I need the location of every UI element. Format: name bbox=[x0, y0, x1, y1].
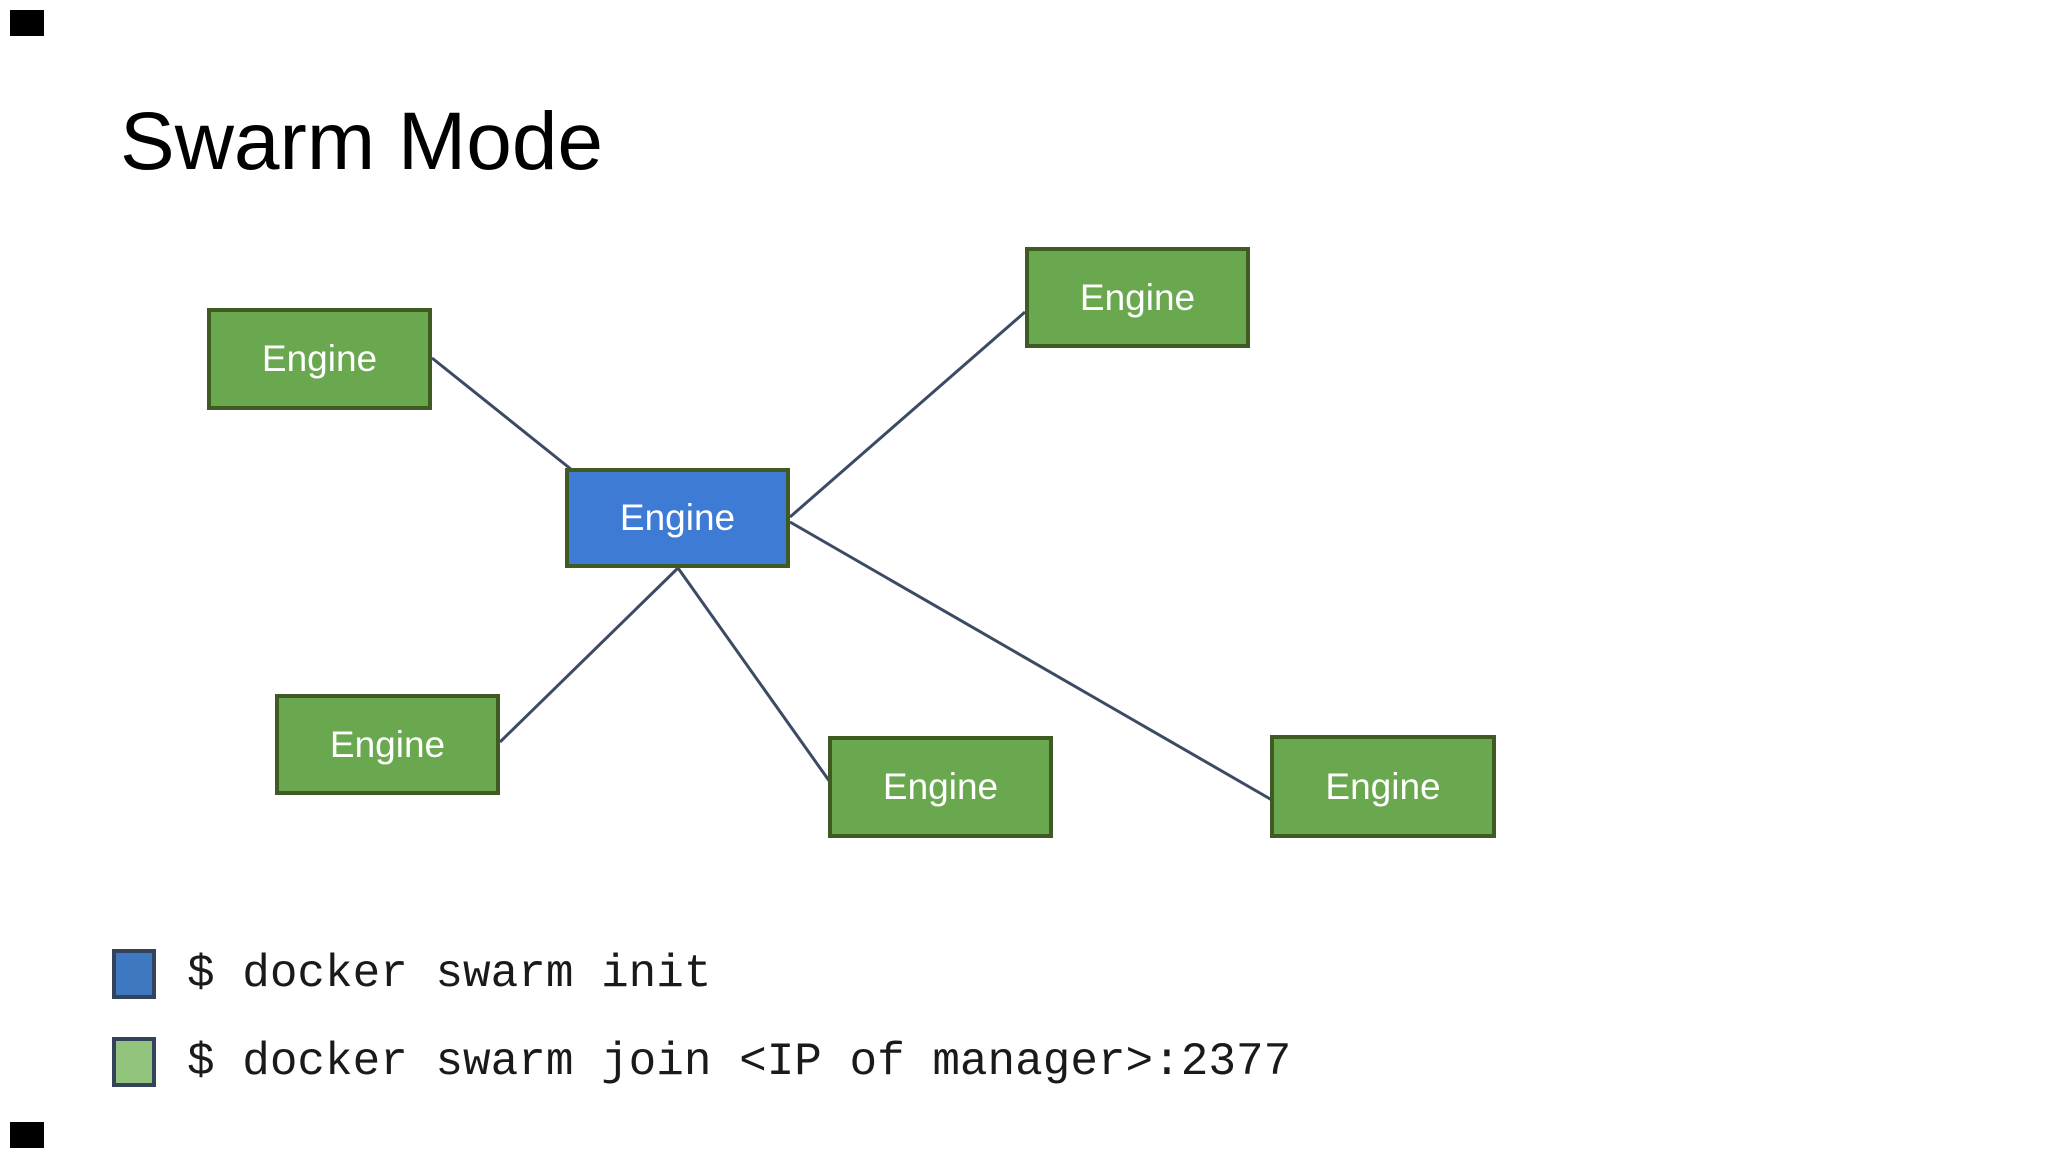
page-title: Swarm Mode bbox=[120, 95, 604, 187]
edge-manager-bottom-mid bbox=[676, 567, 832, 783]
engine-node-bottom-right: Engine bbox=[1270, 735, 1496, 838]
engine-node-manager: Engine bbox=[565, 468, 790, 568]
worker-color-swatch bbox=[112, 1037, 156, 1087]
manager-color-swatch bbox=[112, 949, 156, 999]
legend-row-manager: $ docker swarm init bbox=[112, 948, 1291, 1000]
engine-node-label: Engine bbox=[1325, 765, 1441, 807]
engine-node-label: Engine bbox=[261, 338, 378, 379]
legend: $ docker swarm init $ docker swarm join … bbox=[112, 948, 1291, 1124]
engine-node-top-right: Engine bbox=[1025, 247, 1250, 348]
engine-node-bottom-mid: Engine bbox=[828, 736, 1053, 838]
engine-node-top-left: Engine bbox=[207, 308, 432, 410]
engine-node-label: Engine bbox=[619, 497, 736, 538]
edge-manager-top-left bbox=[431, 356, 573, 472]
engine-node-label: Engine bbox=[1079, 276, 1196, 318]
legend-command-init: $ docker swarm init bbox=[187, 948, 712, 1000]
corner-mark-top-left bbox=[10, 10, 44, 36]
edge-manager-bottom-right bbox=[789, 520, 1273, 802]
edge-manager-top-right bbox=[789, 310, 1026, 519]
engine-node-label: Engine bbox=[329, 723, 446, 765]
engine-node-bottom-left: Engine bbox=[275, 694, 500, 795]
edge-manager-bottom-left bbox=[498, 566, 680, 744]
corner-mark-bottom-left bbox=[10, 1122, 44, 1148]
engine-node-label: Engine bbox=[882, 766, 999, 807]
legend-command-join: $ docker swarm join <IP of manager>:2377 bbox=[187, 1036, 1292, 1088]
legend-row-worker: $ docker swarm join <IP of manager>:2377 bbox=[112, 1036, 1291, 1088]
